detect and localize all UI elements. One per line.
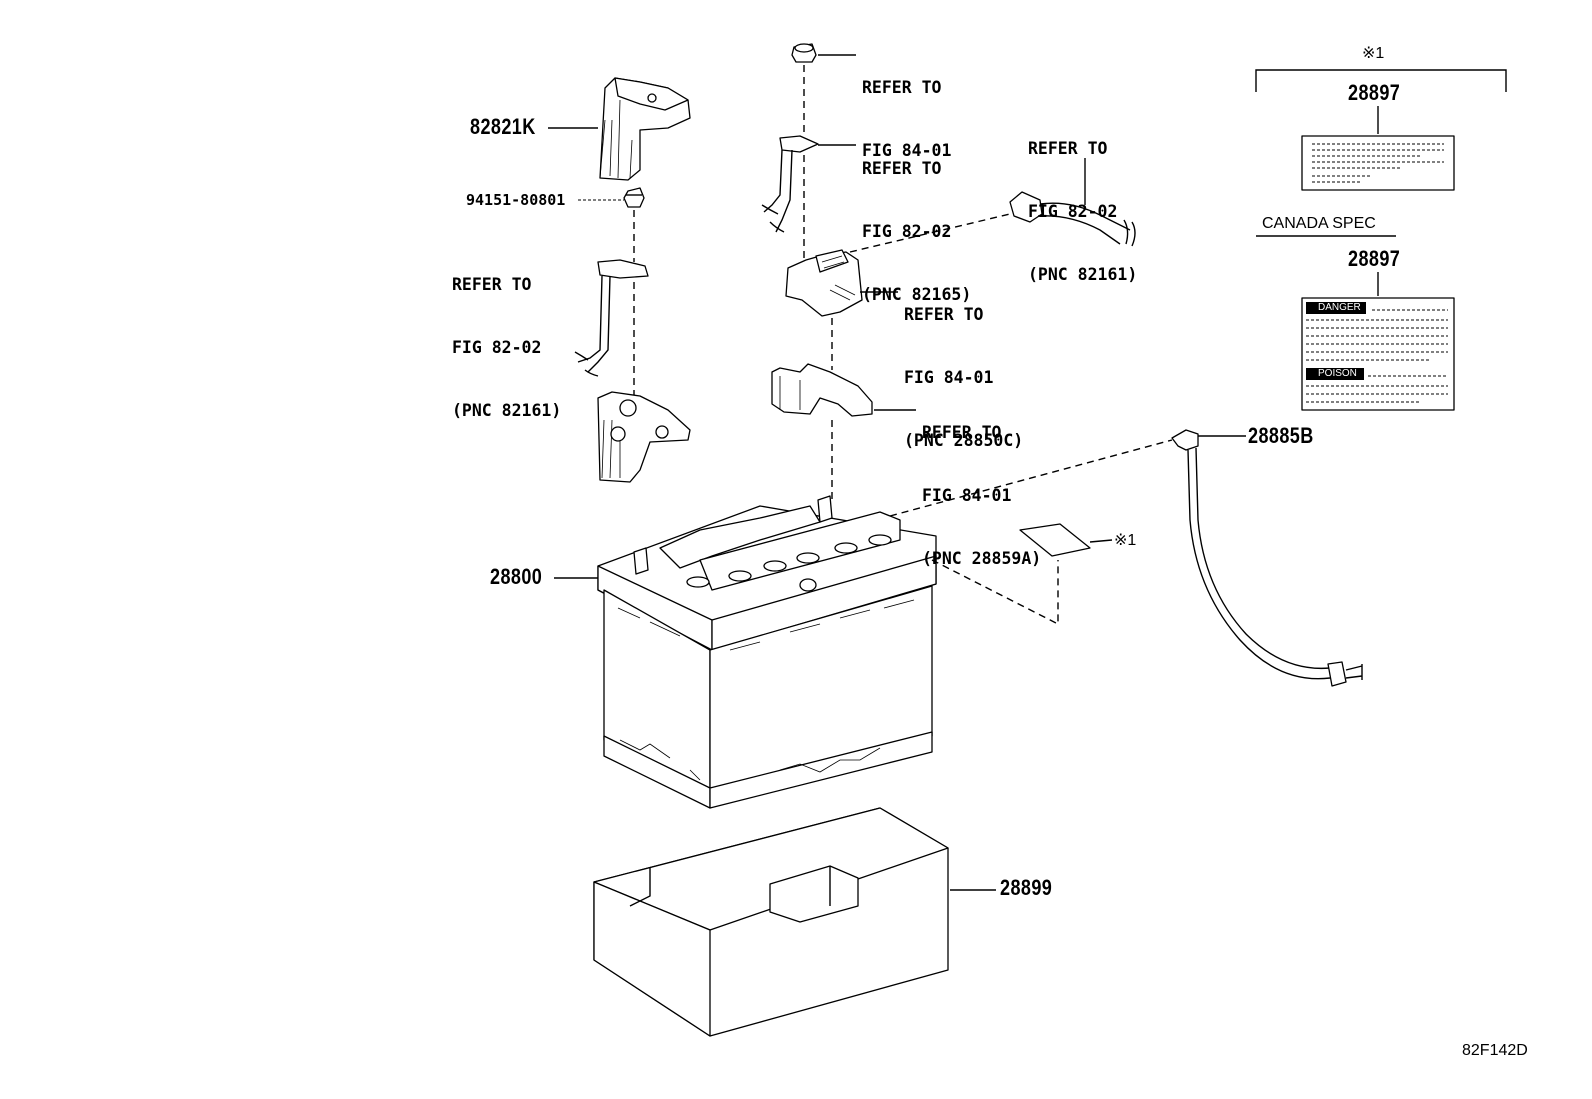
- leader-note-small: [1089, 539, 1113, 543]
- note-mark-top: ※1: [1362, 45, 1385, 62]
- poison-tag: POISON: [1318, 368, 1357, 379]
- ref-line-3: (PNC 82161): [1028, 265, 1138, 284]
- ref-line-1: REFER TO: [862, 159, 942, 178]
- ref-top-nut[interactable]: REFER TO FIG 84-01: [862, 35, 951, 182]
- ref-line-2: FIG 84-01: [904, 368, 994, 387]
- ref-28859a[interactable]: REFER TO FIG 84-01 (PNC 28859A): [922, 380, 1041, 590]
- ref-line-2: FIG 82-02: [862, 222, 952, 241]
- part-number-28897-canada[interactable]: 28897: [1348, 246, 1401, 271]
- ref-82161-right[interactable]: REFER TO FIG 82-02 (PNC 82161): [1028, 96, 1137, 306]
- ref-line-1: REFER TO: [452, 275, 532, 294]
- left-cable-terminal[interactable]: [574, 259, 649, 377]
- note-mark-small: ※1: [1114, 532, 1137, 549]
- danger-tag: DANGER: [1318, 302, 1361, 313]
- ref-line-1: REFER TO: [862, 78, 942, 97]
- ref-line-2: FIG 84-01: [862, 141, 952, 160]
- ref-line-3: (PNC 28859A): [922, 549, 1042, 568]
- ref-line-2: FIG 84-01: [922, 486, 1012, 505]
- ref-line-1: REFER TO: [922, 423, 1002, 442]
- part-number-94151-80801[interactable]: 94151-80801: [466, 191, 566, 209]
- ref-line-2: FIG 82-02: [452, 338, 542, 357]
- sensor-connector-cable[interactable]: [1009, 191, 1136, 247]
- note-bracket: [1255, 69, 1507, 92]
- battery-tray[interactable]: [593, 807, 949, 1037]
- battery[interactable]: [597, 495, 937, 809]
- part-number-28800[interactable]: 28800: [490, 564, 543, 589]
- ref-line-3: (PNC 82161): [452, 401, 562, 420]
- canada-spec-label: CANADA SPEC: [1262, 215, 1376, 232]
- ref-82165[interactable]: REFER TO FIG 82-02 (PNC 82165): [862, 116, 971, 326]
- ref-line-3: (PNC 82165): [862, 285, 972, 304]
- top-nut[interactable]: [791, 43, 817, 63]
- part-number-28899[interactable]: 28899: [1000, 875, 1053, 900]
- part-number-82821k[interactable]: 82821K: [470, 114, 536, 139]
- label-sheet-small[interactable]: [1019, 523, 1091, 557]
- part-number-28885b[interactable]: 28885B: [1248, 423, 1314, 448]
- positive-terminal-clamp[interactable]: [597, 391, 691, 483]
- ref-line-1: REFER TO: [1028, 139, 1108, 158]
- battery-terminal-cover[interactable]: [599, 77, 691, 181]
- vent-hose[interactable]: [1171, 429, 1363, 687]
- diagram-id: 82F142D: [1462, 1042, 1528, 1059]
- caution-label[interactable]: [1301, 135, 1455, 191]
- ref-line-2: FIG 82-02: [1028, 202, 1118, 221]
- part-number-28897-top[interactable]: 28897: [1348, 80, 1401, 105]
- ref-82161-left[interactable]: REFER TO FIG 82-02 (PNC 82161): [452, 232, 561, 442]
- ref-line-1: REFER TO: [904, 305, 984, 324]
- dash-battery-to-vent: [889, 439, 1173, 517]
- dash-sensor-to-connector: [849, 213, 1011, 253]
- ground-cable-terminal[interactable]: [761, 135, 819, 233]
- dash-battery-to-label: [931, 559, 1059, 626]
- sensor-bracket[interactable]: [771, 363, 873, 417]
- terminal-nut[interactable]: [623, 187, 645, 208]
- battery-current-sensor[interactable]: [785, 249, 863, 317]
- caution-label-canada[interactable]: [1301, 297, 1455, 411]
- ref-line-3: (PNC 28850C): [904, 431, 1024, 450]
- ref-28850c[interactable]: REFER TO FIG 84-01 (PNC 28850C): [904, 262, 1023, 472]
